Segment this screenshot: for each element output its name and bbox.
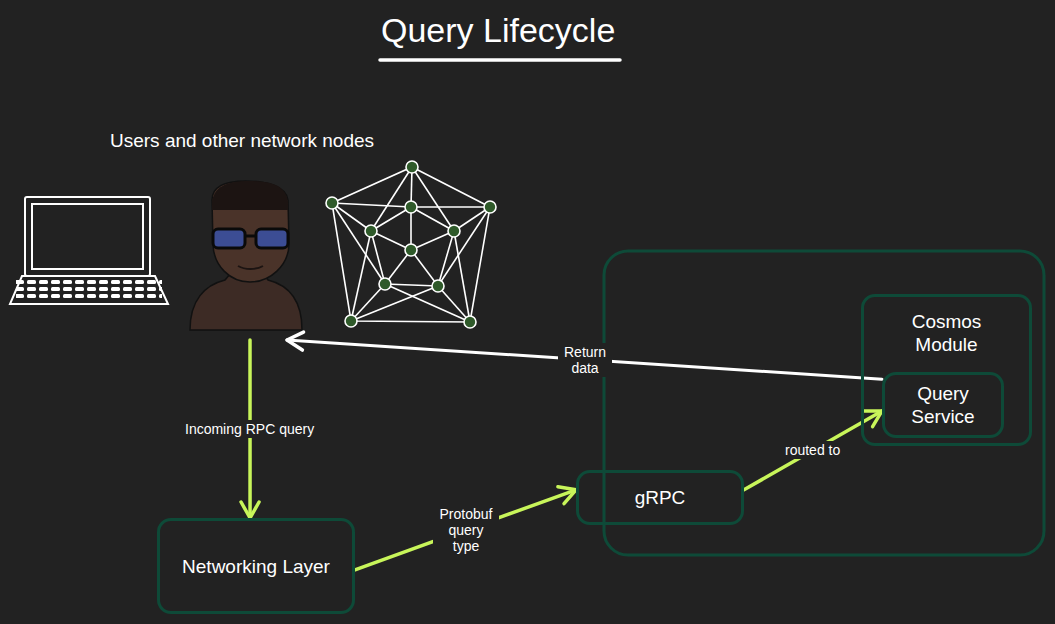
node-text: gRPC — [635, 486, 686, 509]
diagram-title: Query Lifecycle — [381, 10, 615, 50]
service-box: Query Service — [882, 372, 1004, 438]
node-text: Users and other network nodes — [110, 129, 374, 152]
process-box: gRPC — [576, 470, 744, 525]
node-text: Networking Layer — [182, 555, 330, 578]
process-box: Networking Layer — [157, 518, 355, 614]
network-graph — [332, 167, 490, 322]
connector — [355, 490, 576, 570]
edge-label: routed to — [782, 441, 843, 459]
app-boundary — [604, 251, 1044, 555]
arrowhead — [558, 487, 576, 504]
person-icon — [190, 181, 302, 330]
edge-label: Protobuf query type — [433, 505, 499, 555]
user-group: Users and other network nodes — [10, 125, 510, 340]
module-box: Cosmos ModuleQuery Service — [861, 294, 1032, 446]
arrowhead — [241, 502, 259, 518]
arrowhead — [864, 411, 882, 427]
connector — [287, 340, 882, 379]
node-text: Query Service — [895, 382, 991, 428]
arrowhead — [287, 332, 304, 350]
network-node — [326, 161, 496, 328]
edge-label: Incoming RPC query — [182, 420, 317, 438]
node-text: Cosmos Module — [892, 310, 1002, 356]
title-underline — [380, 58, 620, 62]
laptop-icon — [10, 197, 168, 304]
edge-label: Return data — [558, 343, 612, 377]
